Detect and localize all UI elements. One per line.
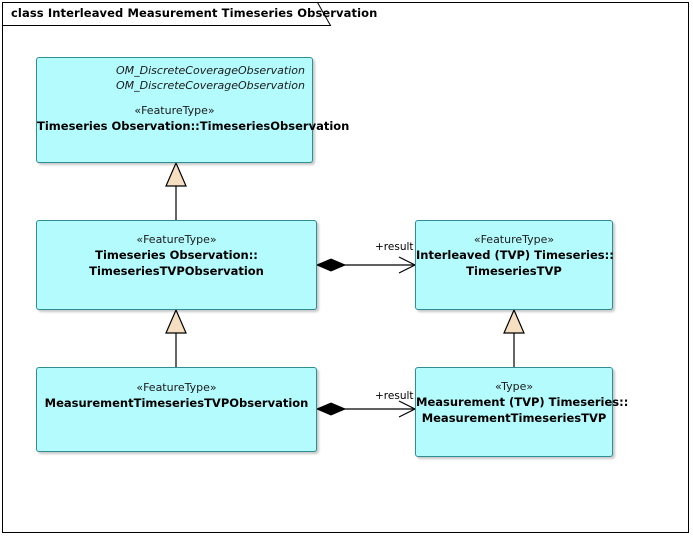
class-name-2-line-1: Timeseries Observation::: [95, 248, 258, 262]
class-name-2-line-2: TimeseriesTVPObservation: [89, 264, 264, 278]
class-box-timeseries-tvp-observation[interactable]: «FeatureType» Timeseries Observation:: T…: [36, 220, 317, 310]
title-tab-shape: [2, 2, 332, 26]
class-name-5-line-1: Measurement (TVP) Timeseries::: [416, 395, 629, 409]
inherited-type-1: OM_DiscreteCoverageObservation: [115, 64, 305, 77]
class-stereotype-2: «FeatureType»: [136, 233, 217, 246]
class-stereotype-1: «FeatureType»: [134, 104, 215, 117]
class-name-4: MeasurementTimeseriesTVPObservation: [44, 396, 309, 410]
class-stereotype-3: «FeatureType»: [473, 233, 555, 246]
class-name-area-1: «FeatureType» Timeseries Observation::Ti…: [37, 103, 350, 134]
association-label-result-upper: +result: [375, 241, 414, 253]
class-box-measurement-timeseries-tvp[interactable]: «Type» Measurement (TVP) Timeseries:: Me…: [415, 367, 629, 457]
class-name-1: Timeseries Observation::TimeseriesObserv…: [37, 119, 350, 133]
class-name-5-line-2: MeasurementTimeseriesTVP: [421, 411, 607, 425]
class-name-area-5: «Type» Measurement (TVP) Timeseries:: Me…: [416, 379, 629, 426]
class-box-timeseries-tvp[interactable]: «FeatureType» Interleaved (TVP) Timeseri…: [415, 220, 614, 310]
class-stereotype-4: «FeatureType»: [136, 381, 217, 394]
diagram-title: class Interleaved Measurement Timeseries…: [11, 6, 378, 20]
class-stereotype-5: «Type»: [494, 380, 534, 393]
class-name-area-2: «FeatureType» Timeseries Observation:: T…: [37, 232, 316, 279]
class-box-measurement-timeseries-tvp-observation[interactable]: «FeatureType» MeasurementTimeseriesTVPOb…: [36, 367, 317, 452]
class-name-area-3: «FeatureType» Interleaved (TVP) Timeseri…: [416, 232, 614, 279]
class-name-area-4: «FeatureType» MeasurementTimeseriesTVPOb…: [37, 380, 316, 411]
class-name-3-line-1: Interleaved (TVP) Timeseries::: [416, 248, 614, 262]
inherited-type-2: OM_DiscreteCoverageObservation: [115, 79, 305, 92]
class-name-3-line-2: TimeseriesTVP: [466, 264, 562, 278]
class-box-timeseries-observation[interactable]: OM_DiscreteCoverageObservation OM_Discre…: [36, 57, 350, 163]
association-label-result-lower: +result: [375, 390, 414, 402]
